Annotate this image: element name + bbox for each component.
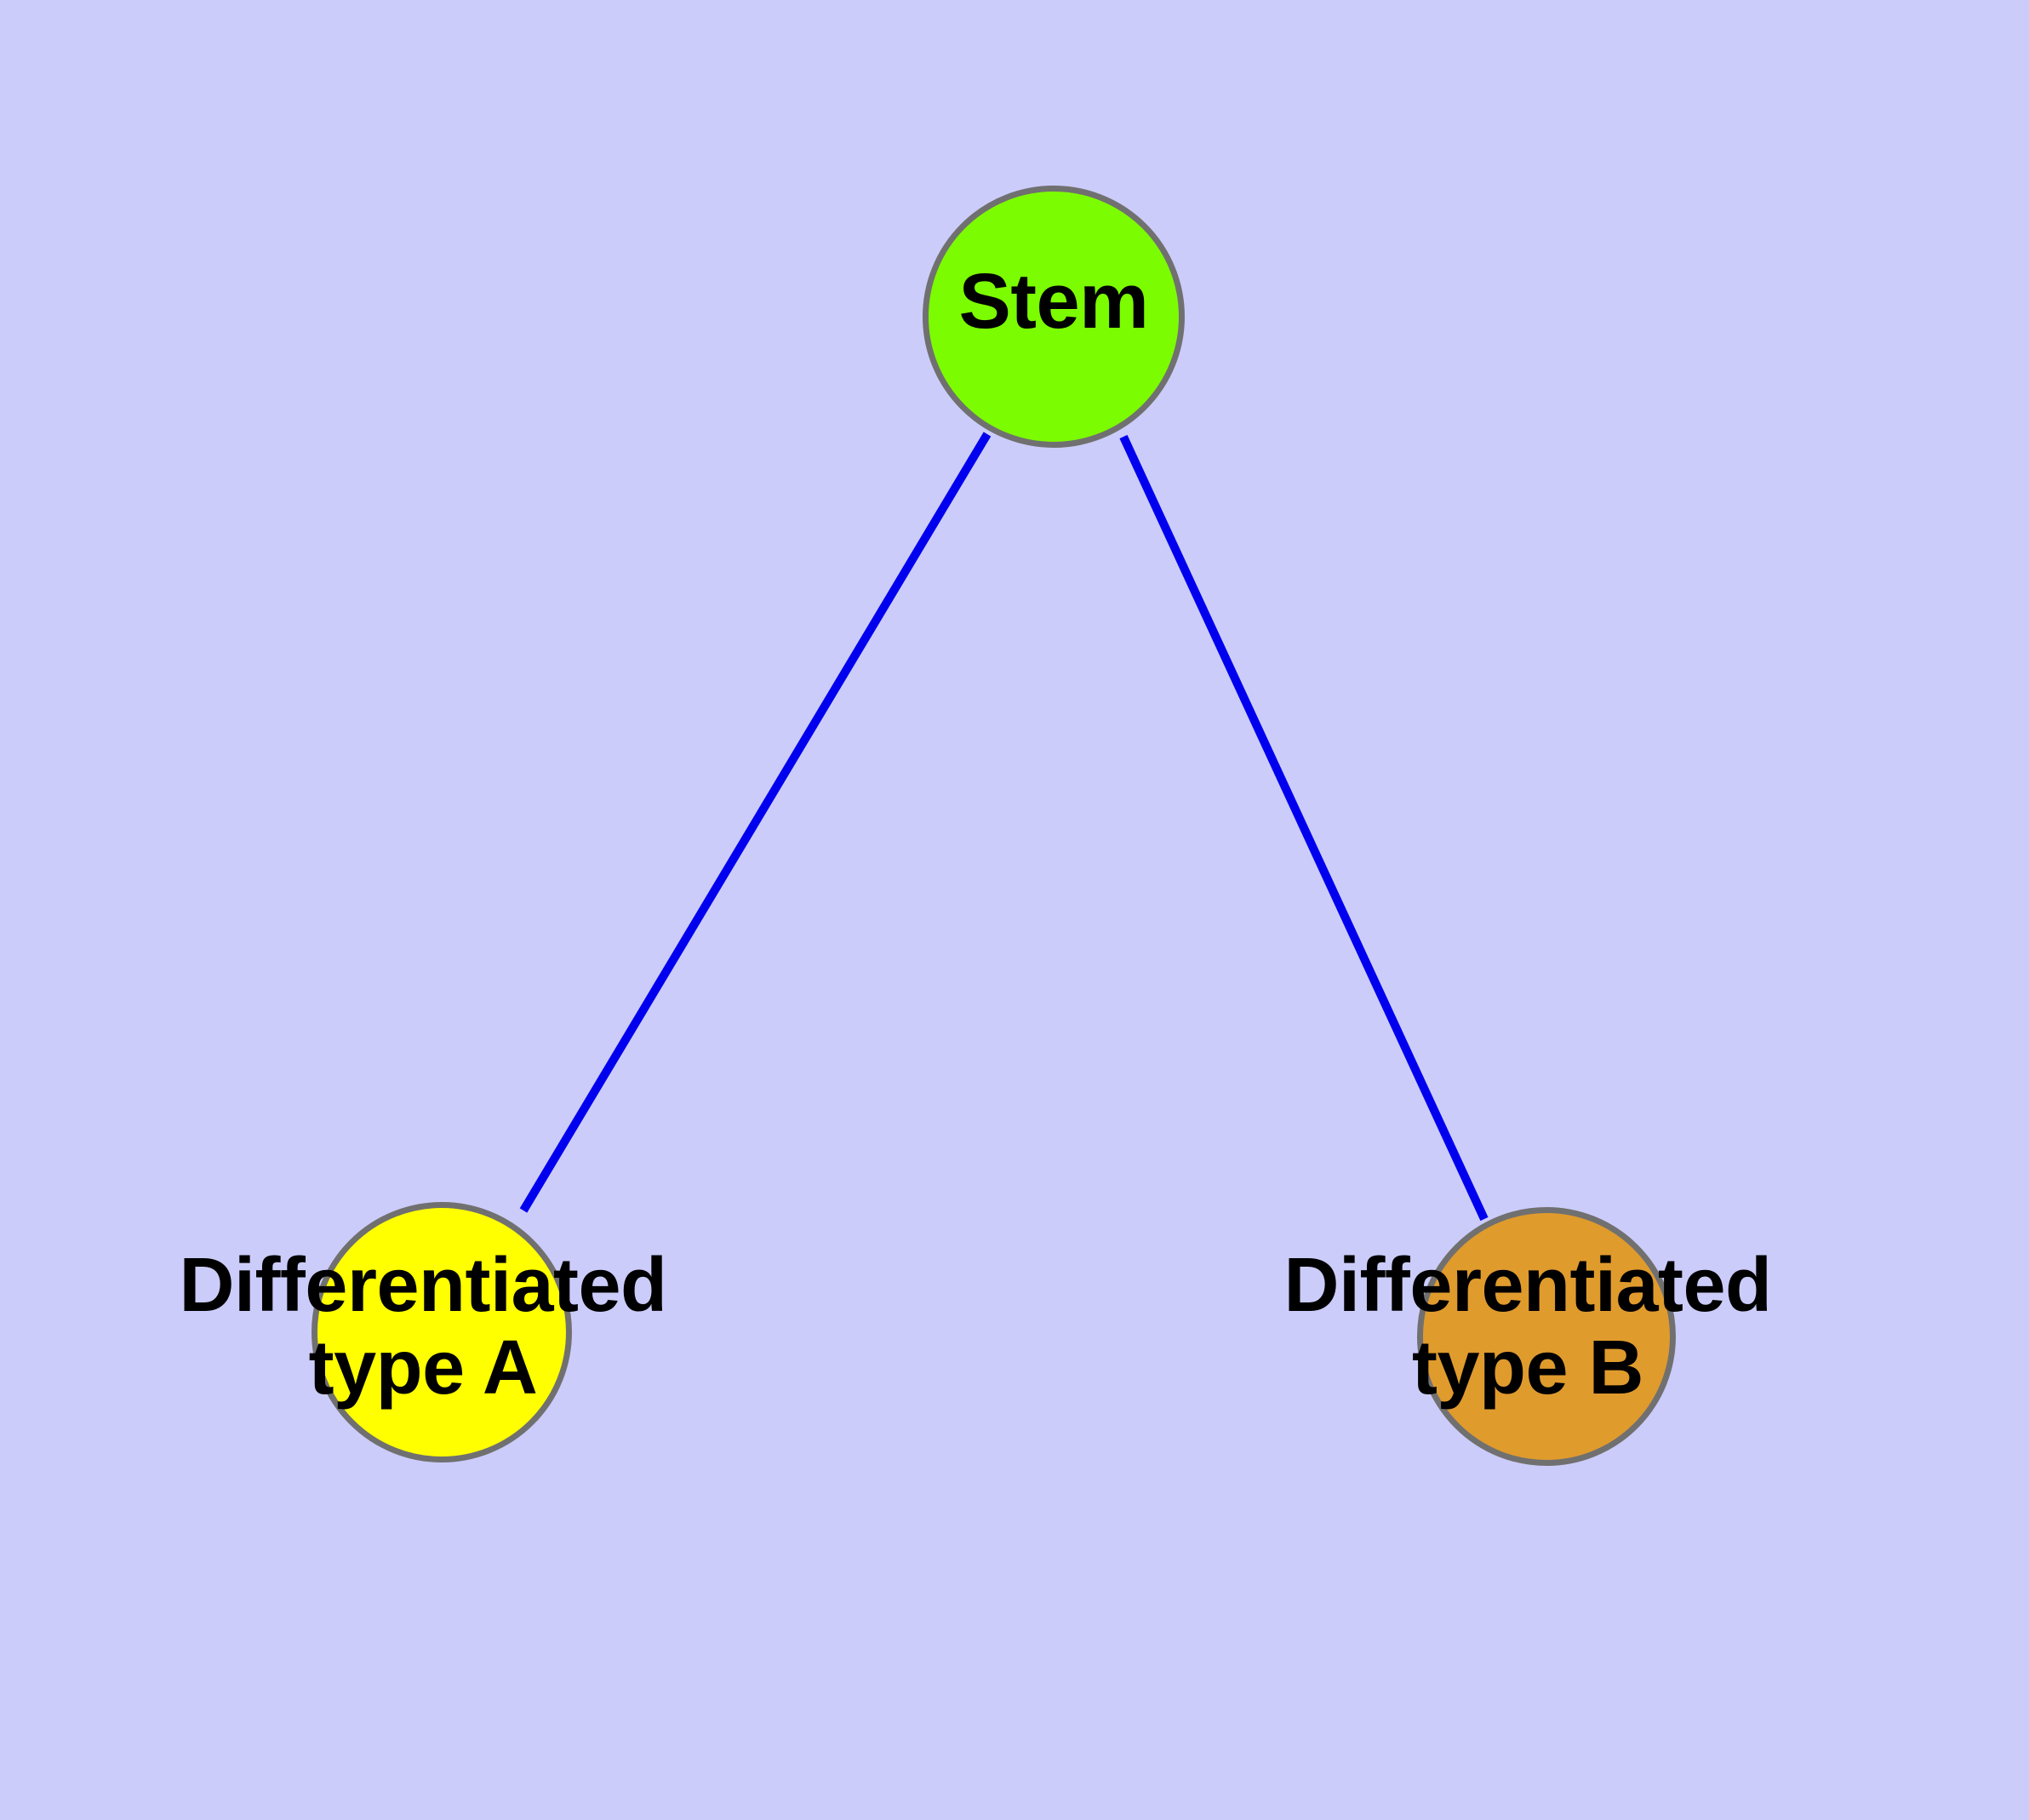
- node-differentiated-type-b[interactable]: [1417, 1207, 1676, 1466]
- node-stem[interactable]: [923, 186, 1185, 448]
- edge-stem-to-differentiated-type-a: [519, 432, 992, 1213]
- node-differentiated-type-a[interactable]: [311, 1202, 572, 1462]
- edge-stem-to-differentiated-type-b: [1119, 434, 1489, 1222]
